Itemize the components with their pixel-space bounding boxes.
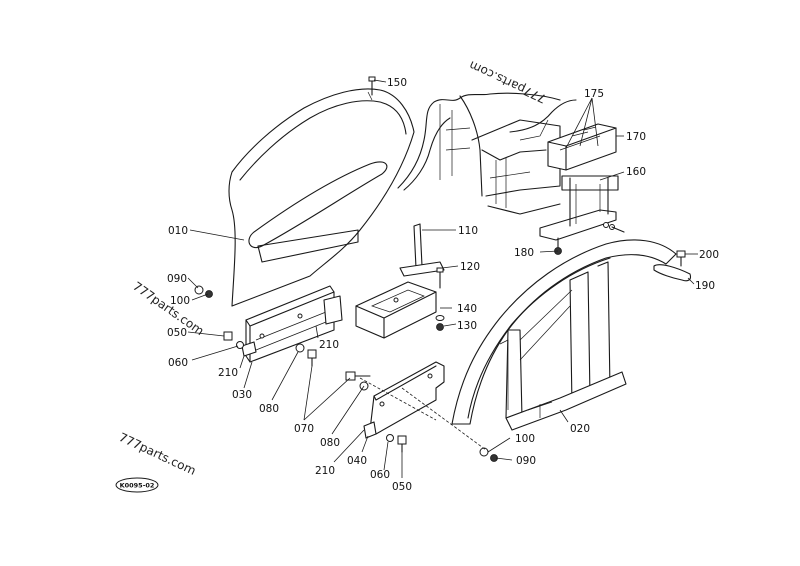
leader-lines xyxy=(187,79,698,478)
label-140: 140 xyxy=(457,303,477,315)
bolt-180 xyxy=(554,237,562,255)
label-210-upper: 210 xyxy=(319,339,339,351)
bolt-150 xyxy=(368,76,376,96)
label-020: 020 xyxy=(570,423,590,435)
bottom-hardware xyxy=(479,447,498,462)
left-hardware xyxy=(194,285,317,367)
label-090-left: 090 xyxy=(167,273,187,285)
right-mounting-plate xyxy=(363,361,445,439)
label-120: 120 xyxy=(460,261,480,273)
label-160: 160 xyxy=(626,166,646,178)
reflector xyxy=(653,264,692,282)
label-190: 190 xyxy=(695,280,715,292)
label-080-center: 080 xyxy=(320,437,340,449)
label-060-left: 060 xyxy=(168,357,188,369)
label-050-center: 050 xyxy=(392,481,412,493)
battery-bracket xyxy=(539,175,625,241)
label-170: 170 xyxy=(626,131,646,143)
label-080-left: 080 xyxy=(259,403,279,415)
label-030: 030 xyxy=(232,389,252,401)
label-210-left: 210 xyxy=(218,367,238,379)
watermark-bottom: 777parts.com xyxy=(117,430,198,478)
label-180: 180 xyxy=(514,247,534,259)
seat-base-plate xyxy=(355,281,437,339)
battery-box xyxy=(547,123,617,171)
left-fender xyxy=(228,88,415,307)
watermark-top: 777parts.com xyxy=(467,58,548,106)
part-labels: 150 175 170 160 010 110 120 180 200 190 … xyxy=(167,77,719,493)
bolt-200 xyxy=(676,250,686,267)
label-150: 150 xyxy=(387,77,407,89)
label-210-center: 210 xyxy=(315,465,335,477)
label-010: 010 xyxy=(168,225,188,237)
right-fender xyxy=(451,239,677,431)
label-100-left: 100 xyxy=(170,295,190,307)
label-200: 200 xyxy=(699,249,719,261)
label-110: 110 xyxy=(458,225,478,237)
seat-bracket xyxy=(399,223,445,289)
label-130: 130 xyxy=(457,320,477,332)
assembly-lines xyxy=(359,377,487,451)
label-090-right: 090 xyxy=(516,455,536,467)
drawing-code: K0095-02 xyxy=(120,482,155,490)
label-060-center: 060 xyxy=(370,469,390,481)
label-175: 175 xyxy=(584,88,604,100)
left-mounting-plate xyxy=(245,285,335,363)
drawing-code-badge: K0095-02 xyxy=(115,477,159,493)
label-100-right: 100 xyxy=(515,433,535,445)
left-bracket-strip xyxy=(241,295,343,357)
label-050-left: 050 xyxy=(167,327,187,339)
center-hardware xyxy=(345,371,407,453)
label-070: 070 xyxy=(294,423,314,435)
washer-nut-stack xyxy=(435,315,445,331)
label-040: 040 xyxy=(347,455,367,467)
